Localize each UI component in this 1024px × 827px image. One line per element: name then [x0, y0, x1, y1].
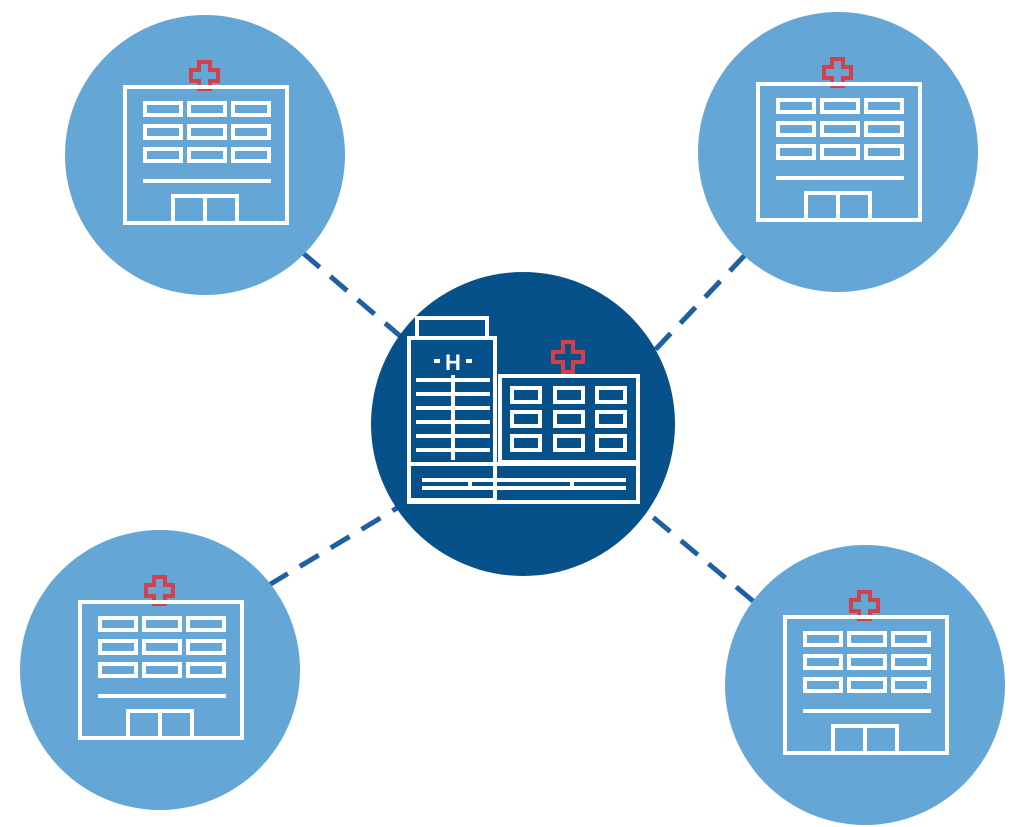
connectors [267, 251, 755, 603]
hospital-complex-icon: H [407, 316, 640, 504]
connector-top-left [301, 251, 415, 349]
satellite-circle-top-left [65, 15, 345, 295]
satellite-circle-top-right [698, 12, 978, 292]
connector-bottom-left [267, 502, 404, 588]
connector-bottom-right [640, 506, 755, 603]
connector-top-right [653, 253, 747, 352]
hub-emblem-letter: H [445, 350, 461, 375]
satellite-circle-bottom-left [20, 530, 300, 810]
medical-cross-icon [551, 340, 585, 374]
satellite-circle-bottom-right [725, 545, 1005, 825]
